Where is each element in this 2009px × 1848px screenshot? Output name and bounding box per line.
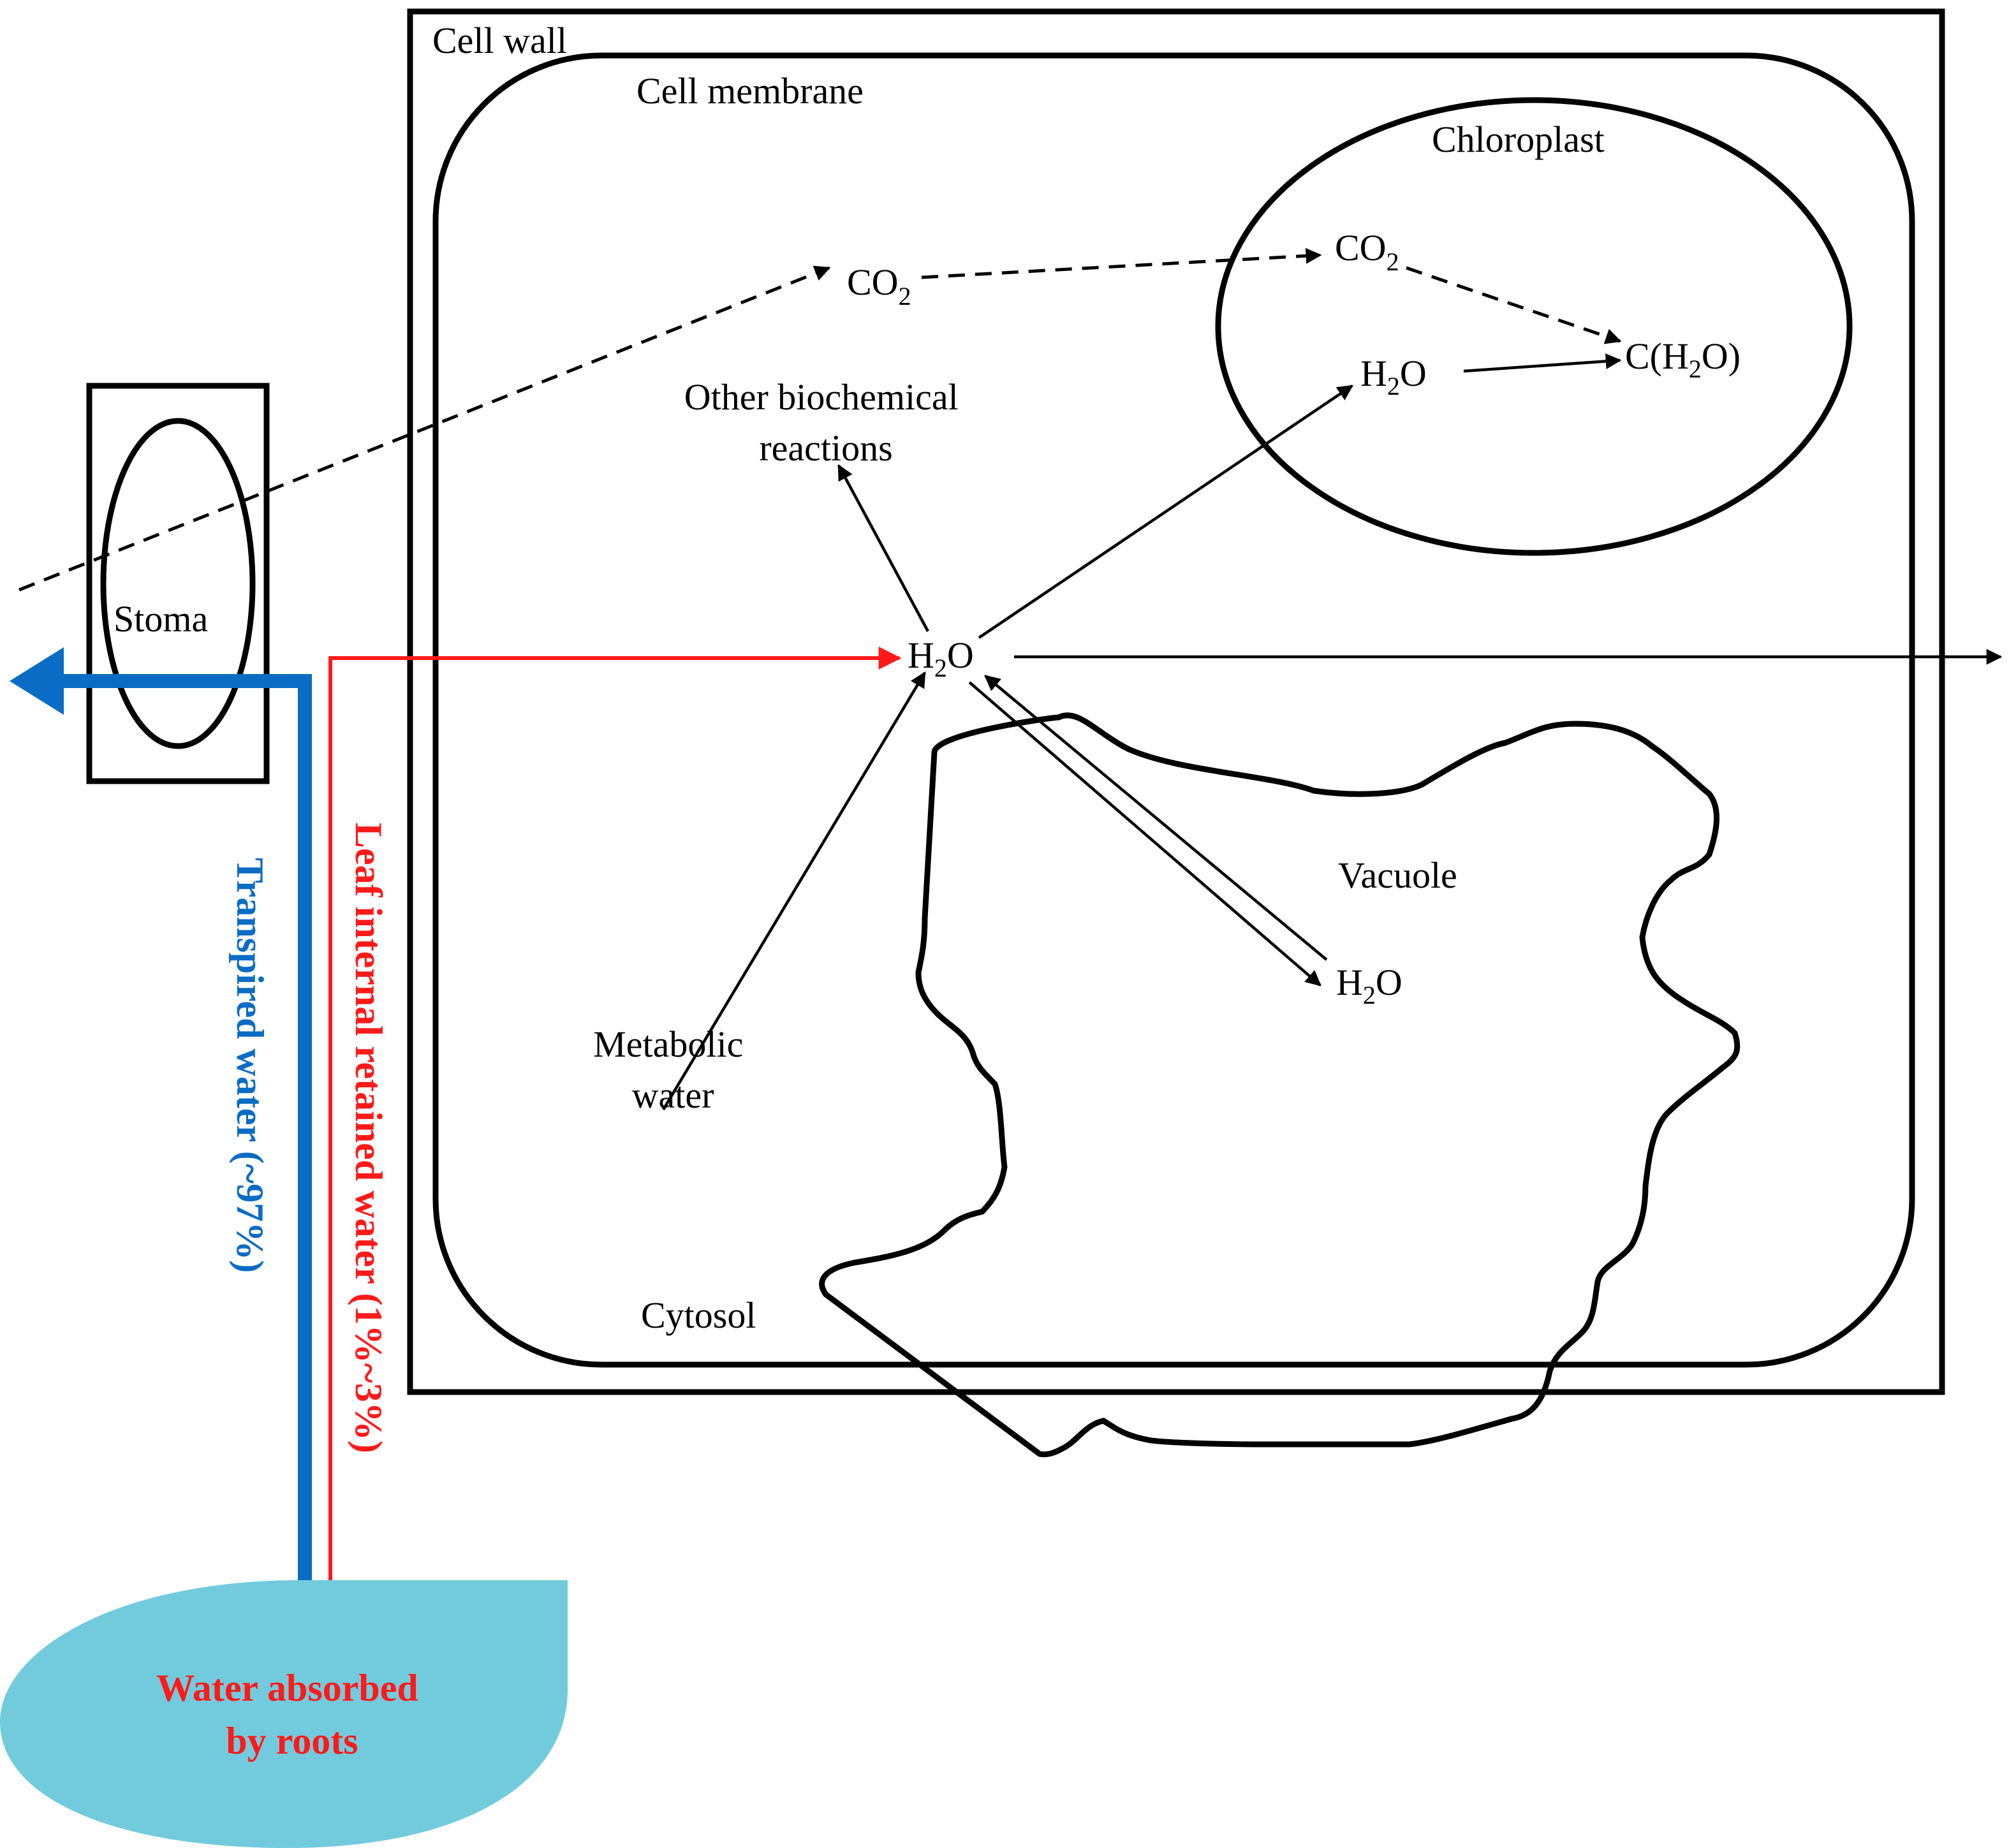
cell-wall [407, 8, 1945, 1395]
cell-wall-label: Cell wall [432, 20, 567, 61]
root-water-drop [0, 1580, 568, 1848]
absorbed-water-label: Water absorbed by roots [156, 1667, 428, 1762]
transpired-water-path [54, 674, 312, 1580]
cytosol-label: Cytosol [641, 1294, 756, 1336]
other-reactions-label: Other biochemical reactions [684, 376, 968, 469]
stoma-label: Stoma [114, 598, 208, 640]
co2-to-chloroplast-arrow [921, 247, 1322, 279]
stoma-pore [100, 418, 256, 749]
h2o-central: H2O [908, 634, 974, 682]
co2-entry-arrow [18, 265, 831, 592]
vacuole-label: Vacuole [1338, 854, 1457, 896]
metabolic-water-arrow [662, 671, 926, 1111]
h2o-vacuole: H2O [1336, 962, 1402, 1009]
retained-water-label: Leaf internal retained water (1%~3%) [348, 823, 390, 1453]
vacuole-to-h2o-arrow [984, 675, 1328, 961]
transpired-arrowhead-icon [10, 647, 64, 715]
h2o-chloroplast: H2O [1360, 353, 1427, 400]
h2o-to-other-reactions-arrow [837, 464, 929, 633]
chloroplast [1215, 97, 1853, 556]
stoma-box [86, 383, 270, 784]
cell-membrane-label: Cell membrane [637, 70, 864, 112]
transpired-water-label: Transpired water (~97%) [229, 858, 271, 1273]
metabolic-water-label: Metabolic water [593, 1023, 753, 1116]
cell-membrane [432, 52, 1915, 1368]
h2o-to-carbohydrate-arrow [1463, 353, 1622, 373]
co2-chloroplast: CO2 [1335, 227, 1399, 276]
h2o-to-chloroplast-arrow [978, 385, 1354, 639]
co2-to-carbohydrate-arrow [1406, 266, 1622, 344]
h2o-to-vacuole-arrow [968, 681, 1321, 986]
chloroplast-label: Chloroplast [1432, 119, 1605, 160]
vacuole [819, 712, 1740, 1458]
co2-cytosol: CO2 [847, 261, 911, 311]
carbohydrate-label: C(H2O) [1625, 335, 1740, 383]
retained-water-path [328, 647, 902, 1580]
